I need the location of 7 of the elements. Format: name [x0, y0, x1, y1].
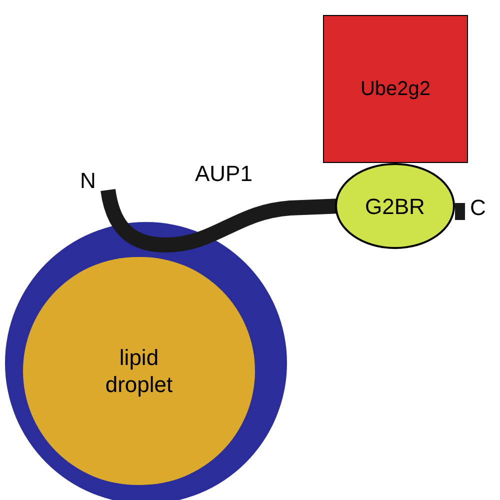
terminus-label: N — [80, 170, 96, 192]
terminus-label: C — [470, 197, 486, 219]
node-text: G2BR — [365, 192, 425, 220]
protein-label: AUP1 — [195, 163, 252, 185]
node-text: Ube2g2 — [360, 77, 431, 102]
protein-box — [323, 15, 468, 163]
node-text: lipid droplet — [104, 344, 174, 398]
